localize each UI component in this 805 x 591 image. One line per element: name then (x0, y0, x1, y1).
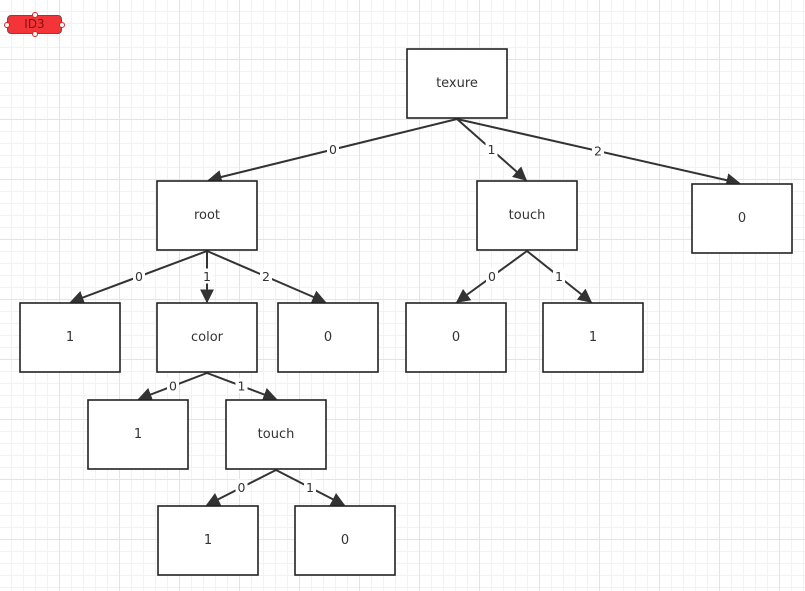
edge-label-background (592, 143, 604, 158)
node-label: color (191, 330, 224, 345)
edge-label[interactable]: 1 (488, 142, 496, 157)
node-label: 1 (66, 330, 74, 345)
edge-label[interactable]: 1 (238, 379, 246, 394)
node-label: 0 (341, 533, 349, 548)
node-label: touch (509, 208, 546, 223)
resize-handle-top[interactable] (32, 12, 38, 18)
edge-label-background (133, 268, 145, 284)
edge-root-to-color[interactable]: 1 (200, 251, 214, 304)
node-label: 0 (324, 330, 332, 345)
edge-label[interactable]: 0 (329, 142, 337, 157)
node-leaf-1-d[interactable]: 1 (157, 505, 259, 576)
edge-label[interactable]: 0 (169, 379, 177, 394)
edge-label-background (201, 268, 213, 284)
node-box[interactable] (406, 48, 508, 119)
node-box[interactable] (156, 180, 258, 251)
nodes-layer: texure root touch 0 1 color 0 0 1 1 touch 1 0 (19, 48, 793, 576)
edge-color-to-leaf-1-c[interactable]: 0 (137, 372, 208, 402)
diagram-tag[interactable]: ID3 (4, 12, 65, 37)
node-leaf-0-b[interactable]: 0 (405, 302, 507, 373)
edge-label[interactable]: 1 (555, 269, 563, 284)
edge-touch-top-to-leaf-0-b[interactable]: 0 (455, 250, 528, 303)
edge-root-to-leaf-1-a[interactable]: 0 (69, 250, 208, 305)
node-box[interactable] (542, 302, 644, 373)
edge-label-background (304, 479, 316, 495)
node-leaf-0-c[interactable]: 0 (294, 505, 396, 576)
node-box[interactable] (225, 399, 327, 470)
edge-touch-top-to-leaf-1-b[interactable]: 1 (526, 250, 593, 303)
node-box[interactable] (277, 302, 379, 373)
edge-label[interactable]: 0 (488, 269, 496, 284)
edge-color-to-touch-mid[interactable]: 1 (206, 372, 278, 402)
node-box[interactable] (87, 399, 189, 470)
edge-label[interactable]: 2 (594, 144, 602, 159)
node-label: 0 (738, 211, 746, 226)
node-leaf-1-b[interactable]: 1 (542, 302, 644, 373)
node-label: touch (258, 427, 295, 442)
node-label: texure (436, 76, 478, 91)
edge-texure-to-root[interactable]: 0 (207, 118, 458, 184)
edge-texure-to-right-0[interactable]: 2 (456, 118, 741, 188)
edge-label[interactable]: 1 (203, 269, 211, 284)
edge-label[interactable]: 0 (135, 269, 143, 284)
edge-touch-mid-to-leaf-0-c[interactable]: 1 (275, 469, 346, 506)
node-touch-top[interactable]: touch (476, 180, 578, 251)
edges-layer: 0 1 2 0 1 2 0 1 0 1 0 1 (69, 118, 741, 506)
resize-handle-right[interactable] (59, 22, 65, 28)
edge-texure-to-touch-top[interactable]: 1 (456, 118, 528, 181)
edge-label-background (167, 378, 179, 393)
edge-label-background (327, 141, 339, 157)
edge-label-background (235, 479, 248, 495)
node-box[interactable] (691, 183, 793, 254)
diagram-tag-label: ID3 (24, 17, 45, 31)
node-color[interactable]: color (156, 302, 258, 373)
node-box[interactable] (156, 302, 258, 373)
edge-touch-mid-to-leaf-1-d[interactable]: 0 (205, 469, 277, 506)
edge-label-background (235, 378, 248, 393)
edge-label[interactable]: 2 (262, 269, 270, 284)
node-box[interactable] (405, 302, 507, 373)
edge-label-background (553, 268, 565, 284)
node-texure[interactable]: texure (406, 48, 508, 119)
node-box[interactable] (294, 505, 396, 576)
node-label: root (194, 208, 220, 223)
node-box[interactable] (19, 302, 121, 373)
node-box[interactable] (476, 180, 578, 251)
edge-label-background (486, 268, 498, 284)
node-leaf-0-a[interactable]: 0 (277, 302, 379, 373)
node-right-0[interactable]: 0 (691, 183, 793, 254)
node-label: 1 (134, 427, 142, 442)
resize-handle-bottom[interactable] (32, 31, 38, 37)
edge-label[interactable]: 0 (238, 480, 246, 495)
edge-label-background (260, 268, 272, 284)
node-leaf-1-a[interactable]: 1 (19, 302, 121, 373)
node-label: 1 (589, 330, 597, 345)
node-label: 1 (204, 533, 212, 548)
edge-label[interactable]: 1 (306, 480, 314, 495)
edge-label-background (485, 141, 498, 157)
node-touch-mid[interactable]: touch (225, 399, 327, 470)
node-box[interactable] (157, 505, 259, 576)
resize-handle-left[interactable] (4, 22, 10, 28)
node-root[interactable]: root (156, 180, 258, 251)
edge-root-to-leaf-0-a[interactable]: 2 (206, 250, 327, 304)
node-label: 0 (452, 330, 460, 345)
node-leaf-1-c[interactable]: 1 (87, 399, 189, 470)
